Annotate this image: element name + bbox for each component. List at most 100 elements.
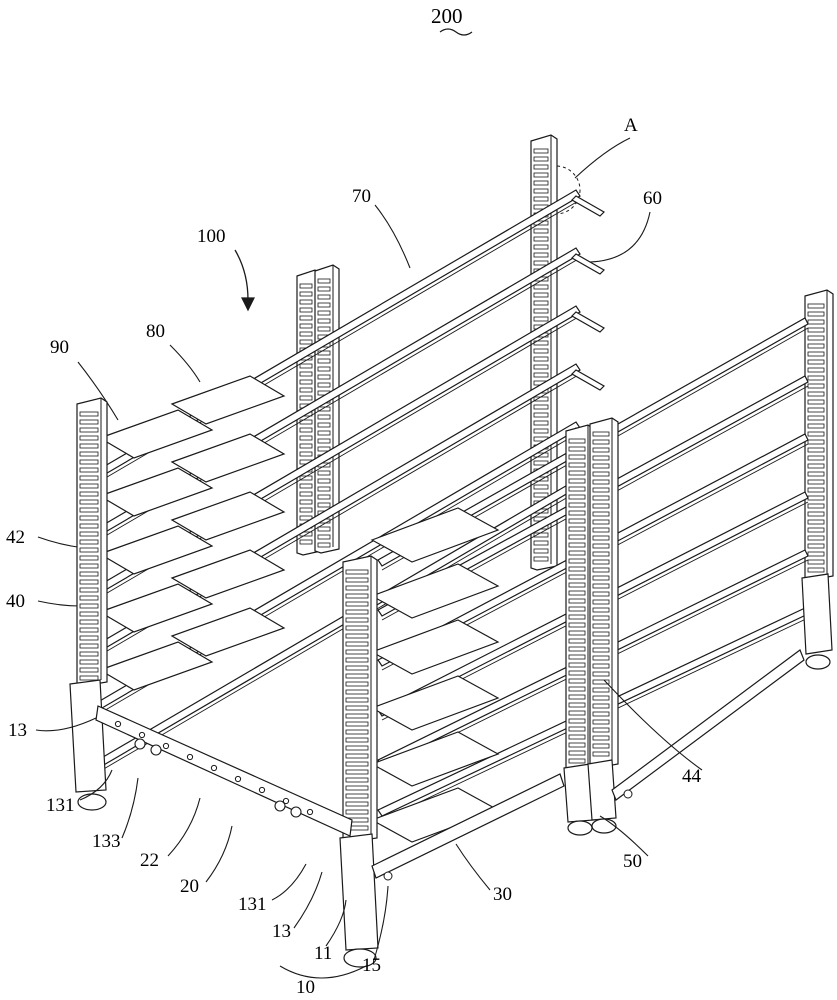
post-back-right-slot	[533, 412, 549, 418]
post-far-right-slot	[807, 455, 825, 461]
post-far-right-slot	[807, 423, 825, 429]
post-front-left-slot	[79, 491, 99, 497]
post-back-left-a-slot	[299, 499, 313, 505]
post-front-right-b-slot	[592, 735, 610, 741]
post-back-right-slot	[533, 404, 549, 410]
post-front-left-slot	[79, 547, 99, 553]
leader-50	[599, 815, 649, 857]
post-front-right-b-slot	[592, 655, 610, 661]
leader-44	[603, 679, 703, 771]
post-far-right-slot	[807, 479, 825, 485]
post-front-right-a-slot	[568, 718, 586, 724]
post-far-right-slot	[807, 431, 825, 437]
post-front-center-slot	[345, 713, 369, 719]
post-front-right-a-slot	[568, 670, 586, 676]
label-11: 11	[314, 943, 333, 964]
label-131-right: 131	[238, 894, 267, 915]
label-80: 80	[146, 321, 165, 342]
post-front-left-slot	[79, 539, 99, 545]
post-front-right-a-slot	[568, 622, 586, 628]
post-back-right-slot	[533, 364, 549, 370]
post-far-right-slot	[807, 311, 825, 317]
post-front-right-a-slot	[568, 478, 586, 484]
hole-22	[234, 775, 242, 783]
post-front-center-slot	[345, 673, 369, 679]
post-front-right-b-slot	[592, 671, 610, 677]
post-front-right-a-slot	[568, 630, 586, 636]
post-far-right-slot	[807, 543, 825, 549]
label-133: 133	[92, 831, 121, 852]
tray	[98, 467, 214, 517]
foot-far-right	[801, 573, 833, 655]
post-front-right-b-slot	[592, 639, 610, 645]
tray	[98, 641, 214, 691]
post-back-left-b-slot	[317, 358, 331, 364]
post-back-right-slot	[533, 540, 549, 546]
post-front-right-b-slot	[592, 487, 610, 493]
post-front-right-b-slot	[592, 663, 610, 669]
post-back-left-b-slot	[317, 310, 331, 316]
post-back-left-a-slot	[299, 427, 313, 433]
tray	[170, 433, 286, 483]
label-70: 70	[352, 186, 371, 207]
post-back-right-slot	[533, 228, 549, 234]
post-front-right-b-slot	[592, 543, 610, 549]
post-front-center-slot	[345, 601, 369, 607]
post-back-left-b-slot	[317, 494, 331, 500]
hole-22	[162, 742, 170, 750]
post-front-left-slot	[79, 619, 99, 625]
label-10: 10	[296, 977, 315, 998]
post-front-left-slot	[79, 475, 99, 481]
title-underline	[439, 28, 473, 36]
post-back-left-b-slot	[317, 366, 331, 372]
leader-100-arrow	[234, 249, 249, 301]
post-far-right-slot	[807, 471, 825, 477]
post-front-left-slot	[79, 411, 99, 417]
post-back-right-slot	[533, 172, 549, 178]
post-back-left-a-slot	[299, 507, 313, 513]
post-back-left-a-slot	[299, 291, 313, 297]
hole-22	[114, 720, 122, 728]
bracket-60	[571, 369, 605, 391]
post-front-right-b-slot	[592, 727, 610, 733]
leader-131-right	[271, 863, 307, 901]
post-far-right-slot	[807, 351, 825, 357]
label-40: 40	[6, 591, 25, 612]
post-front-center-slot	[345, 801, 369, 807]
tray-right	[370, 675, 500, 731]
post-front-right-b-slot	[592, 463, 610, 469]
post-back-right-slot	[533, 252, 549, 258]
label-131-left: 131	[46, 795, 75, 816]
post-back-left-b-slot	[317, 446, 331, 452]
post-back-left-a-slot	[299, 539, 313, 545]
foot-right-b	[587, 759, 617, 821]
post-back-left-b-slot	[317, 542, 331, 548]
post-front-center-slot	[345, 641, 369, 647]
post-back-left-b-slot	[317, 470, 331, 476]
post-front-center-slot	[345, 793, 369, 799]
post-back-left-b-slot	[317, 294, 331, 300]
caster-center	[343, 948, 377, 968]
post-front-right-a-slot	[568, 750, 586, 756]
post-far-right-slot	[807, 319, 825, 325]
post-front-right-b-slot	[592, 479, 610, 485]
post-front-left-slot	[79, 459, 99, 465]
tray	[170, 375, 286, 425]
post-front-right-b-slot	[592, 439, 610, 445]
post-back-left-a-slot	[299, 363, 313, 369]
leader-22	[167, 797, 201, 857]
post-front-right-b-slot	[592, 695, 610, 701]
post-back-right-slot	[533, 260, 549, 266]
label-15: 15	[362, 955, 381, 976]
post-back-right-slot	[533, 300, 549, 306]
post-front-right-b-slot	[592, 471, 610, 477]
post-back-right-slot	[533, 372, 549, 378]
post-back-left-a-slot	[299, 283, 313, 289]
post-front-right-a-slot	[568, 614, 586, 620]
post-front-left-slot	[79, 467, 99, 473]
post-front-left-slot	[79, 579, 99, 585]
post-front-center-slot	[345, 785, 369, 791]
post-far-right-slot	[807, 487, 825, 493]
post-front-left-slot	[79, 635, 99, 641]
post-front-right-a-slot	[568, 662, 586, 668]
